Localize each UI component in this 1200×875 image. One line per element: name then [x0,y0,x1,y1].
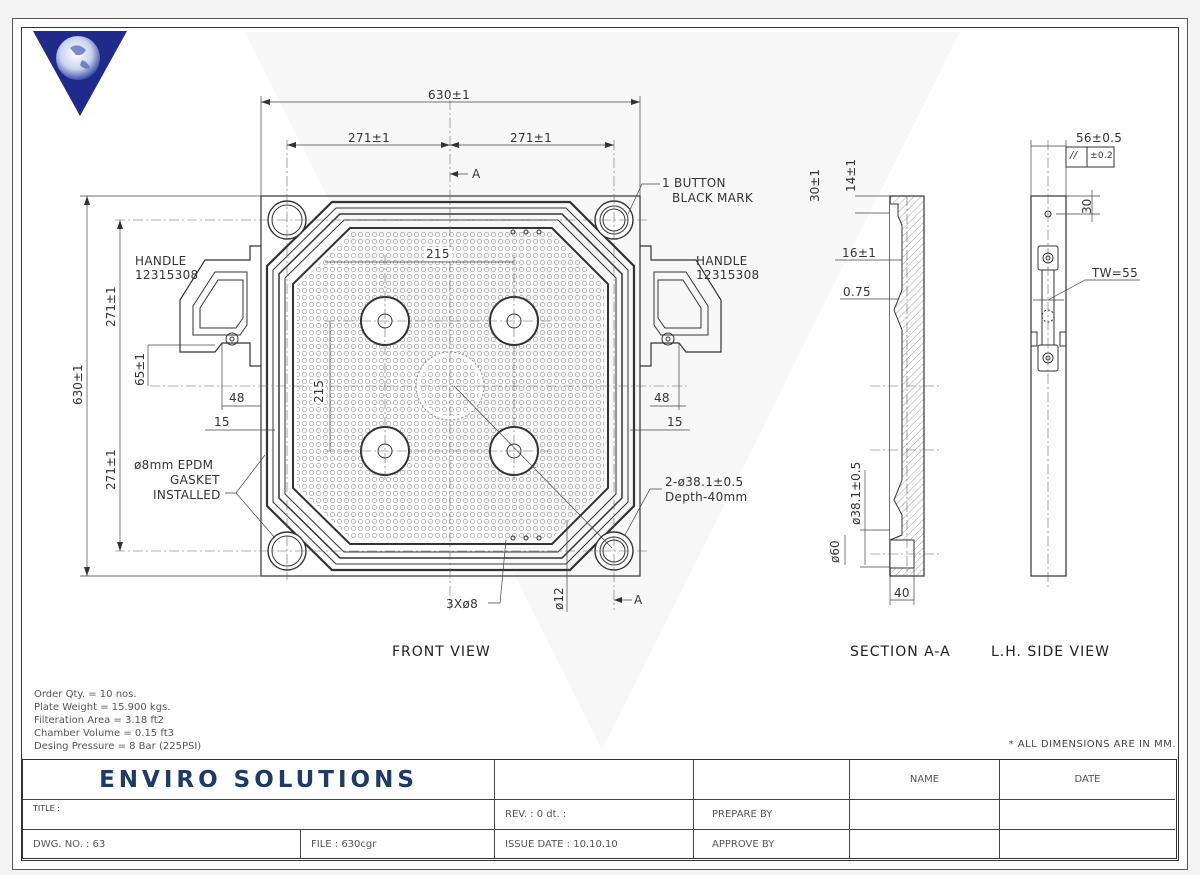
dim-handle-offset: 65±1 [133,353,147,386]
dim-half-top: 271±1 [104,286,118,327]
callout-handle-right-2: 12315308 [696,268,760,282]
side-dim-30: 30 [1080,198,1094,214]
section-dim-30: 30±1 [808,169,822,202]
callout-gasket-3: INSTALLED [153,488,221,502]
dim-inner-pitch-v: 215 [312,380,326,403]
section-dim-14: 14±1 [844,159,858,192]
drawing-frame [21,27,1179,861]
section-dim-075: 0.75 [843,285,871,299]
callout-handle-left-1: HANDLE [135,254,187,268]
section-dim-60: ø60 [828,540,842,563]
dim-half-left: 271±1 [348,131,391,145]
note-plate-weight: Plate Weight = 15.900 kgs. [34,702,171,713]
dim-right-48: 48 [654,391,670,405]
dim-inner-pitch-h: 215 [424,247,452,261]
prepare-by-label: PREPARE BY [694,800,850,830]
section-dim-381: ø38.1±0.5 [849,461,863,525]
note-design-pressure: Desing Pressure = 8 Bar (225PSI) [34,741,202,752]
prepare-by-name [850,800,1000,830]
callout-port-1: 2-ø38.1±0.5 [665,475,744,489]
section-dim-16: 16±1 [842,246,877,260]
approve-by-date [1000,830,1175,858]
section-dim-40: 40 [894,586,910,600]
side-view-title: L.H. SIDE VIEW [991,644,1110,660]
company-name: ENVIRO SOLUTIONS [23,760,495,800]
callout-gasket-2: GASKET [170,473,220,487]
dwg-no-field: DWG. NO. : 63 [23,830,301,858]
issue-date-field: ISSUE DATE : 10.10.10 [495,830,694,858]
title-label: TITLE : [23,800,495,830]
dim-right-15: 15 [667,415,683,429]
front-view-title: FRONT VIEW [392,644,491,660]
title-block: ENVIRO SOLUTIONS NAME DATE TITLE : REV. … [22,759,1177,859]
note-order-qty: Order Qty. = 10 nos. [34,689,137,700]
dim-half-bottom: 271±1 [104,449,118,490]
callout-button-mark-1: 1 BUTTON [662,176,726,190]
approve-by-name [850,830,1000,858]
note-filtration-area: Filteration Area = 3.18 ft2 [34,715,165,726]
name-header: NAME [850,760,1000,800]
company-logo-icon [33,31,127,116]
dim-left-48: 48 [229,391,245,405]
parallelism-symbol-icon: // [1070,150,1078,161]
rev-field: REV. : 0 dt. : [495,800,694,830]
side-parallel-tol: ±0.2 [1090,151,1114,161]
dim-left-15: 15 [214,415,230,429]
approve-by-label: APPROVE BY [694,830,850,858]
side-dim-thickness: 56±0.5 [1076,131,1123,145]
note-chamber-volume: Chamber Volume = 0.15 ft3 [34,728,174,739]
section-marker-top: A [472,167,481,181]
dim-overall-height: 630±1 [71,364,85,405]
dim-half-right: 271±1 [510,131,553,145]
callout-port-2: Depth-40mm [665,490,748,504]
tb-blank-2 [694,760,850,800]
dimensions-note: * ALL DIMENSIONS ARE IN MM. [1008,739,1176,750]
section-marker-bottom: A [634,593,643,607]
side-dim-tw: TW=55 [1092,266,1139,280]
date-header: DATE [1000,760,1175,800]
tb-blank-1 [495,760,694,800]
callout-gasket-1: ø8mm EPDM [134,458,214,472]
file-field: FILE : 630cgr [301,830,495,858]
callout-handle-right-1: HANDLE [696,254,748,268]
section-view-title: SECTION A-A [850,644,951,660]
dim-bottom-dia: ø12 [552,587,566,610]
prepare-by-date [1000,800,1175,830]
callout-handle-left-2: 12315308 [135,268,199,282]
callout-holes: 3Xø8 [446,597,479,611]
dim-overall-width: 630±1 [428,88,471,102]
spec-notes: Order Qty. = 10 nos. Plate Weight = 15.9… [34,688,201,753]
callout-button-mark-2: BLACK MARK [672,191,754,205]
